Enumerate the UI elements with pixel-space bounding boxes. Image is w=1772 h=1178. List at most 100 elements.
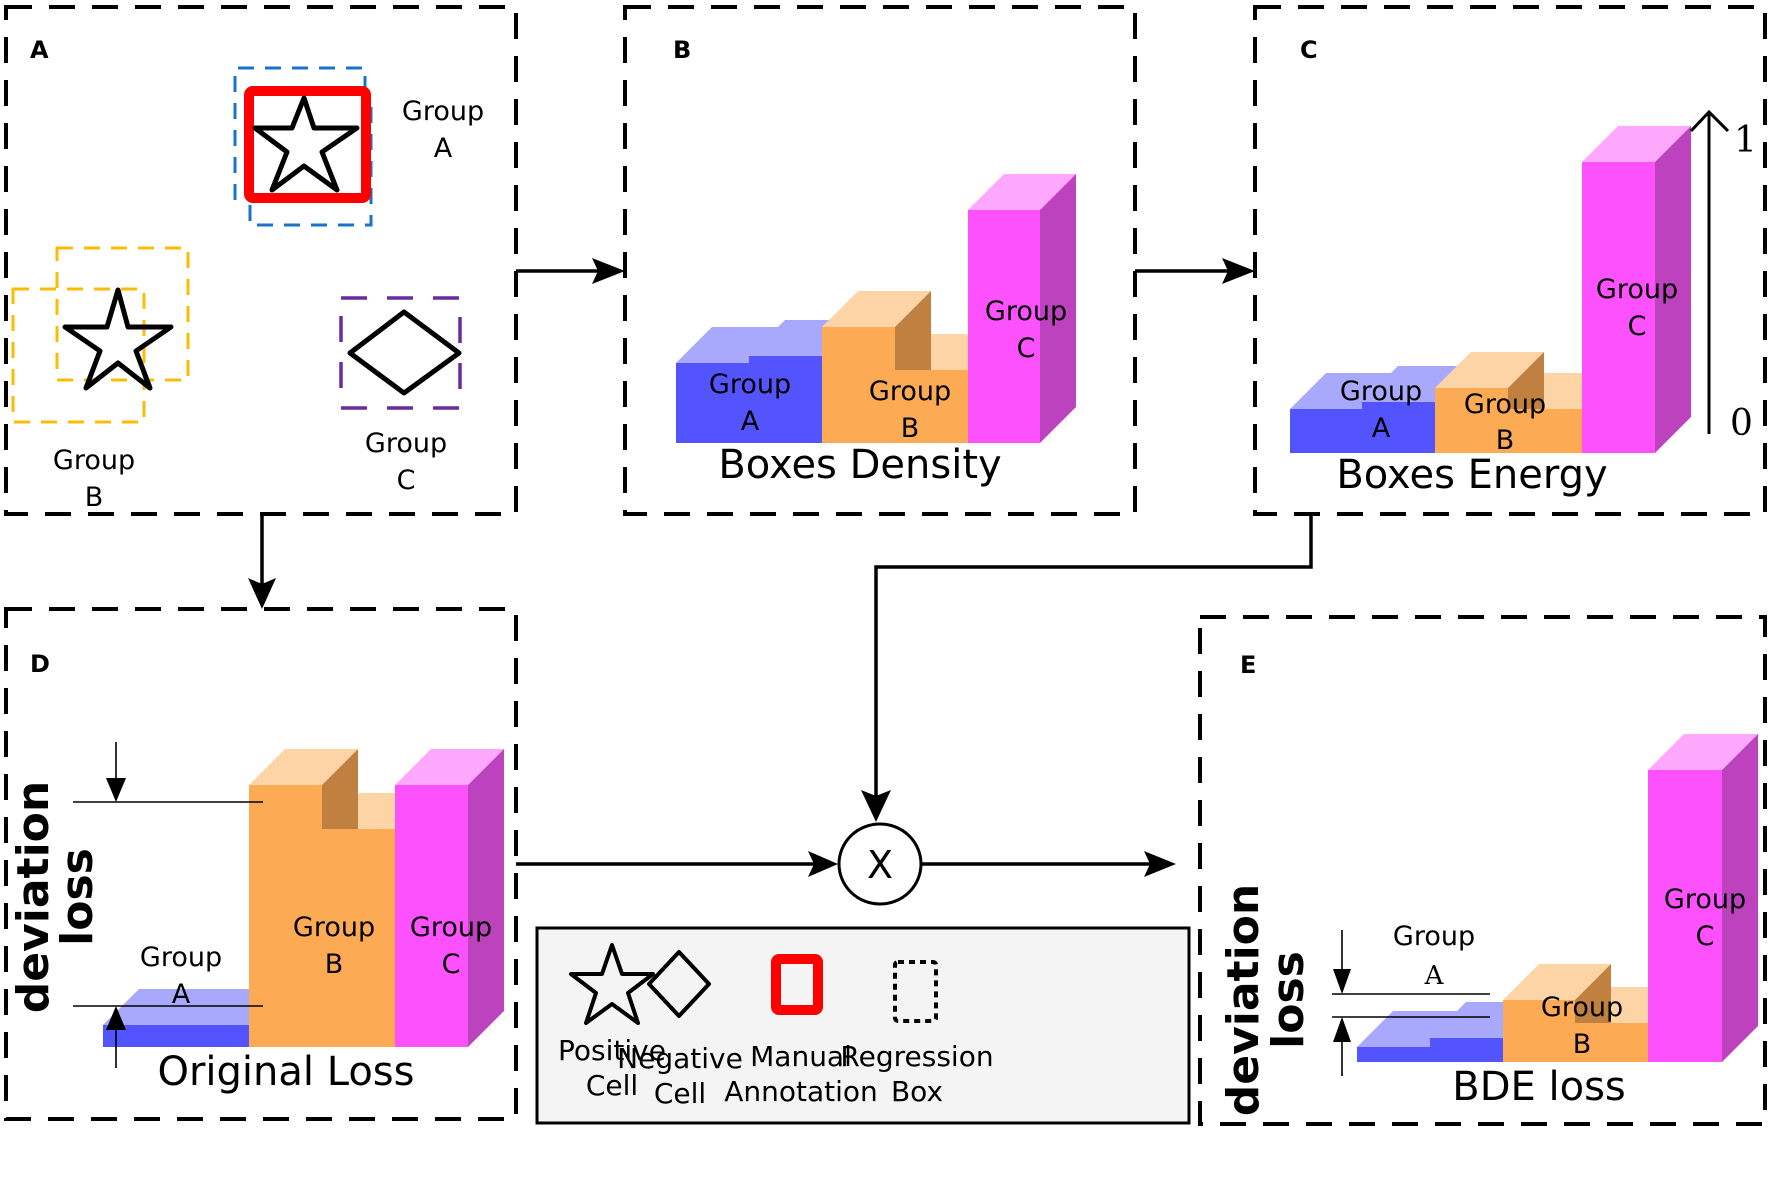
deviation-arrow-down-icon <box>106 778 126 802</box>
legend-label-line2: Cell <box>654 1077 706 1110</box>
panel-c: C Group A Group B Group C 1 0 Boxes Ener… <box>1253 5 1767 516</box>
bar-label-group-b-line2: B <box>325 949 344 980</box>
group-a-cluster: Group A <box>233 66 484 227</box>
deviation-label-line2: loss <box>1263 951 1314 1049</box>
bar-label-group-a-line2: A <box>741 406 760 437</box>
panel-e-border <box>1198 615 1767 1126</box>
bar-front-group-a <box>1357 1047 1430 1062</box>
group-c-label-line1: Group <box>365 428 447 459</box>
bar-top-group-b <box>1435 352 1544 388</box>
connectors: X <box>248 258 1313 906</box>
legend-label-line2: Annotation <box>724 1075 878 1108</box>
bar-front-group-c <box>1582 162 1655 453</box>
arrow-c-to-multiply <box>874 514 1313 800</box>
star-icon <box>569 943 655 1025</box>
panel-b: B Group A Group B Group C Boxes Density <box>623 5 1137 516</box>
bar-front-group-b <box>1435 388 1508 453</box>
boxes-density-title: Boxes Density <box>718 442 1001 488</box>
group-c-label-line2: C <box>397 465 416 496</box>
bar-label-group-a-line1: Group <box>140 942 222 973</box>
bar-label-group-a-line2: A <box>1424 961 1445 991</box>
bar-front-group-b <box>1508 409 1582 453</box>
negative-cell-diamond-icon <box>347 309 462 396</box>
group-a-label-line1: Group <box>402 96 484 127</box>
bar-front-group-a <box>1430 1038 1503 1062</box>
group-a-label-line2: A <box>434 133 453 164</box>
deviation-arrow-up-icon <box>106 1006 126 1030</box>
panel-d-border <box>4 607 518 1121</box>
bar-top-group-b <box>822 291 931 327</box>
bar-label-group-c-line2: C <box>442 949 461 980</box>
deviation-annotation: deviation loss <box>1218 884 1490 1116</box>
positive-cell-star-icon <box>252 95 360 193</box>
deviation-annotation: deviation loss <box>8 742 263 1068</box>
bar-label-group-a-line2: A <box>172 979 191 1010</box>
bar-front-group-b <box>322 829 395 1047</box>
bar-front-group-c <box>395 785 468 1047</box>
arrow-a-to-b-head-icon <box>592 258 625 284</box>
legend-label-line1: Manual <box>750 1040 852 1073</box>
legend-item-regression-box: Regression Box <box>840 960 994 1108</box>
deviation-arrow-down-icon <box>1333 969 1351 994</box>
bar-label-group-c-line2: C <box>1696 921 1715 952</box>
original-loss-title: Original Loss <box>158 1049 415 1095</box>
bar-front-group-b <box>1503 1000 1575 1062</box>
panel-d-letter: D <box>30 650 50 678</box>
legend-label-line2: Cell <box>586 1069 638 1102</box>
bar-side-group-c <box>1655 126 1691 453</box>
bar-label-group-c-line1: Group <box>410 912 492 943</box>
group-a-regression-box <box>233 66 367 200</box>
bar-label-group-b-line1: Group <box>293 912 375 943</box>
legend-label-line1: Positive <box>558 1034 666 1067</box>
panel-a-letter: A <box>30 36 49 64</box>
boxes-energy-title: Boxes Energy <box>1336 452 1607 498</box>
group-b-cluster: Group B <box>11 246 190 513</box>
bar-front-group-b <box>895 370 968 443</box>
legend-label-line2: Box <box>891 1075 943 1108</box>
deviation-label-line1: deviation <box>8 781 59 1013</box>
arrow-b-to-c-head-icon <box>1222 258 1255 284</box>
legend: Positive Cell Negative Cell Manual Annot… <box>535 926 1191 1125</box>
boxes-energy-bars <box>1290 126 1691 453</box>
multiply-operator-label: X <box>867 843 893 887</box>
group-c-regression-box <box>339 296 462 410</box>
legend-item-negative-cell: Negative Cell <box>617 950 743 1110</box>
bar-top-group-c <box>395 749 504 785</box>
bde-loss-bars <box>1357 734 1758 1062</box>
positive-cell-star-icon <box>62 287 174 391</box>
panel-b-letter: B <box>673 36 691 64</box>
bar-label-group-a-line1: Group <box>1393 921 1475 952</box>
bar-label-group-b-line2: B <box>901 413 920 444</box>
red-square-icon <box>771 954 823 1015</box>
panel-b-border <box>623 5 1137 516</box>
panel-e: E Group A Group B Group C deviation loss… <box>1198 615 1767 1126</box>
panel-c-border <box>1253 5 1767 516</box>
bar-label-group-b-line1: Group <box>1541 992 1623 1023</box>
deviation-label-line2: loss <box>52 848 103 946</box>
diamond-icon <box>647 950 711 1018</box>
bar-front-group-a <box>676 363 749 443</box>
bar-label-group-c-line1: Group <box>1664 884 1746 915</box>
bar-front-group-c <box>1648 770 1722 1062</box>
bar-label-group-b-line2: B <box>1496 425 1515 456</box>
bar-front-group-b <box>1575 1023 1648 1062</box>
group-c-cluster: Group C <box>339 296 462 496</box>
bar-label-group-c-line1: Group <box>985 296 1067 327</box>
bar-top-group-a <box>103 989 285 1025</box>
legend-item-manual-annotation: Manual Annotation <box>724 954 878 1108</box>
bar-front-group-a <box>1290 409 1362 453</box>
bar-label-group-b-line1: Group <box>869 376 951 407</box>
energy-axis-arrow-icon <box>1689 109 1730 133</box>
bde-loss-title: BDE loss <box>1452 1064 1626 1110</box>
bar-top-group-c <box>1582 126 1691 162</box>
bar-front-group-c <box>968 210 1040 443</box>
bar-label-group-b-line2: B <box>1573 1029 1592 1060</box>
arrow-multiply-to-e-head-icon <box>1144 851 1176 877</box>
bar-top-group-b <box>249 749 358 785</box>
legend-label-line1: Regression <box>840 1040 993 1073</box>
panel-c-letter: C <box>1300 36 1318 64</box>
bar-top-group-c <box>1648 734 1758 770</box>
manual-annotation-box <box>244 86 371 203</box>
legend-label-line1: Negative <box>617 1042 743 1075</box>
bar-front-group-a <box>749 356 822 443</box>
